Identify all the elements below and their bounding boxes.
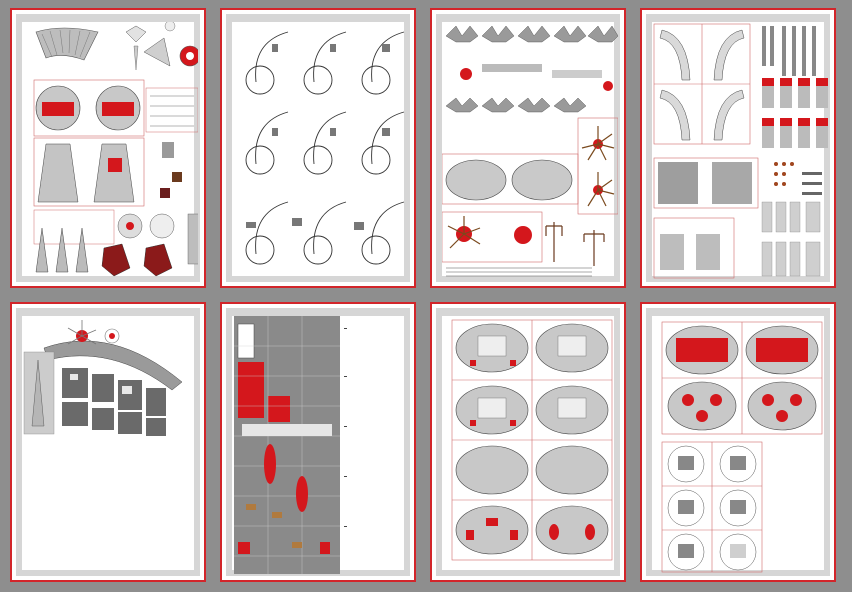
page-thumbnail-2[interactable] [220, 8, 416, 288]
sheet-8 [652, 316, 824, 573]
sheet-3 [442, 22, 618, 277]
page-8-artwork [661, 321, 823, 573]
page-4-artwork [653, 23, 828, 279]
sheet-6 [232, 316, 404, 574]
sheet-4 [652, 22, 828, 279]
sheet-5 [22, 316, 194, 570]
page-1-artwork [33, 22, 198, 277]
page-thumbnail-4[interactable] [640, 8, 836, 288]
page-3-artwork [442, 25, 618, 277]
sheet-1 [22, 22, 198, 277]
page-thumbnail-8[interactable] [640, 302, 836, 582]
page-6-artwork [234, 316, 347, 574]
sheet-7 [442, 316, 614, 570]
page-thumbnail-3[interactable] [430, 8, 626, 288]
sheet-2 [232, 22, 405, 276]
page-5-artwork [23, 320, 183, 436]
page-thumbnail-7[interactable] [430, 302, 626, 582]
page-7-artwork [451, 319, 613, 561]
page-2-artwork [245, 31, 405, 265]
page-thumbnail-5[interactable] [10, 302, 206, 582]
page-thumbnail-6[interactable] [220, 302, 416, 582]
page-thumbnail-1[interactable] [10, 8, 206, 288]
